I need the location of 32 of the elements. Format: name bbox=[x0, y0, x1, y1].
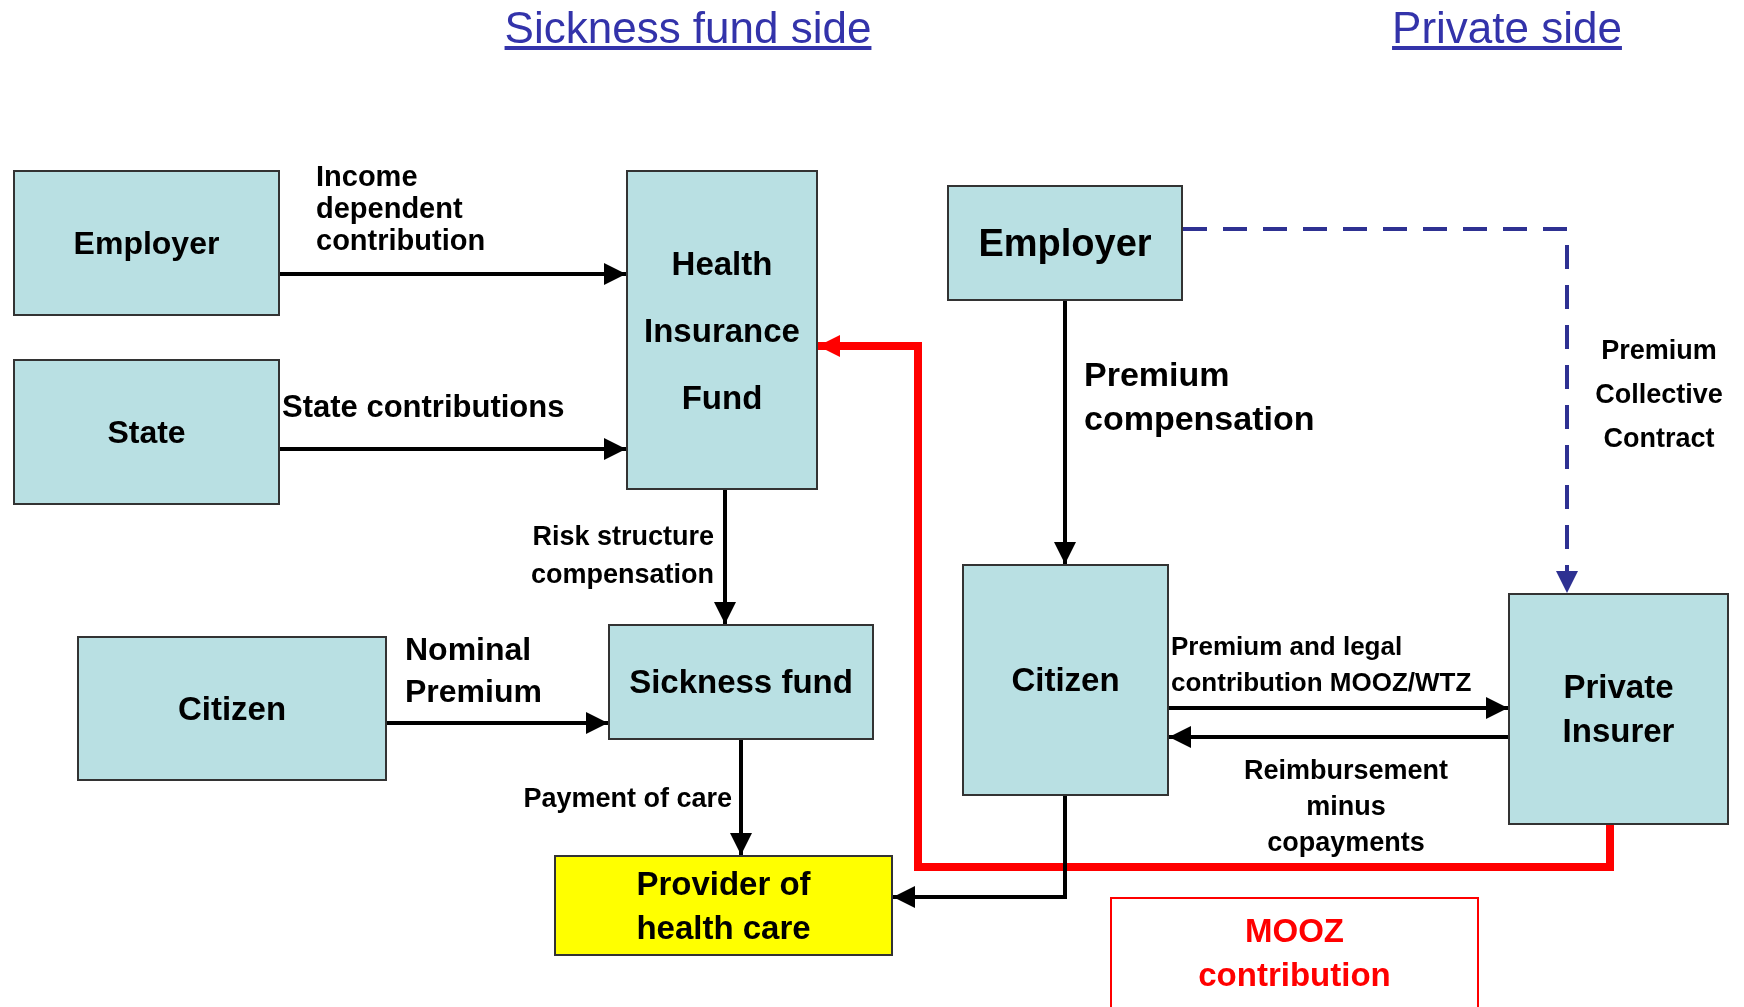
process-box: Sickness fund bbox=[608, 624, 874, 740]
arrow bbox=[714, 490, 736, 624]
section-heading: Sickness fund side bbox=[503, 2, 873, 54]
section-heading: Private side bbox=[1391, 2, 1623, 54]
note-box: MOOZ contribution bbox=[1110, 897, 1479, 1007]
arrow bbox=[387, 712, 608, 734]
edge-label: Premium compensation bbox=[1084, 354, 1316, 439]
arrow bbox=[730, 740, 752, 855]
edge-label: Risk structure compensation bbox=[529, 520, 714, 591]
process-box: Employer bbox=[947, 185, 1183, 301]
process-box: Citizen bbox=[77, 636, 387, 781]
edge-label: Payment of care bbox=[522, 782, 732, 815]
process-box: Private Insurer bbox=[1508, 593, 1729, 825]
arrow bbox=[1169, 726, 1508, 748]
dashed-arrow bbox=[1183, 227, 1578, 593]
edge-label: State contributions bbox=[282, 388, 566, 426]
process-box: Provider of health care bbox=[554, 855, 893, 956]
arrow bbox=[818, 335, 1614, 871]
process-box: Citizen bbox=[962, 564, 1169, 796]
arrow bbox=[1169, 697, 1508, 719]
edge-label: Premium and legal contribution MOOZ/WTZ bbox=[1171, 630, 1473, 699]
process-box: State bbox=[13, 359, 280, 505]
arrow bbox=[1054, 301, 1076, 564]
arrow bbox=[893, 796, 1067, 908]
edge-label: Premium Collective Contract bbox=[1594, 334, 1724, 455]
arrow bbox=[280, 438, 626, 460]
arrow bbox=[280, 263, 626, 285]
process-box: Health Insurance Fund bbox=[626, 170, 818, 490]
edge-label: Income dependent contribution bbox=[316, 160, 487, 256]
edge-label: Reimbursement minus copayments bbox=[1242, 754, 1450, 859]
process-box: Employer bbox=[13, 170, 280, 316]
edge-label: Nominal Premium bbox=[405, 630, 543, 711]
